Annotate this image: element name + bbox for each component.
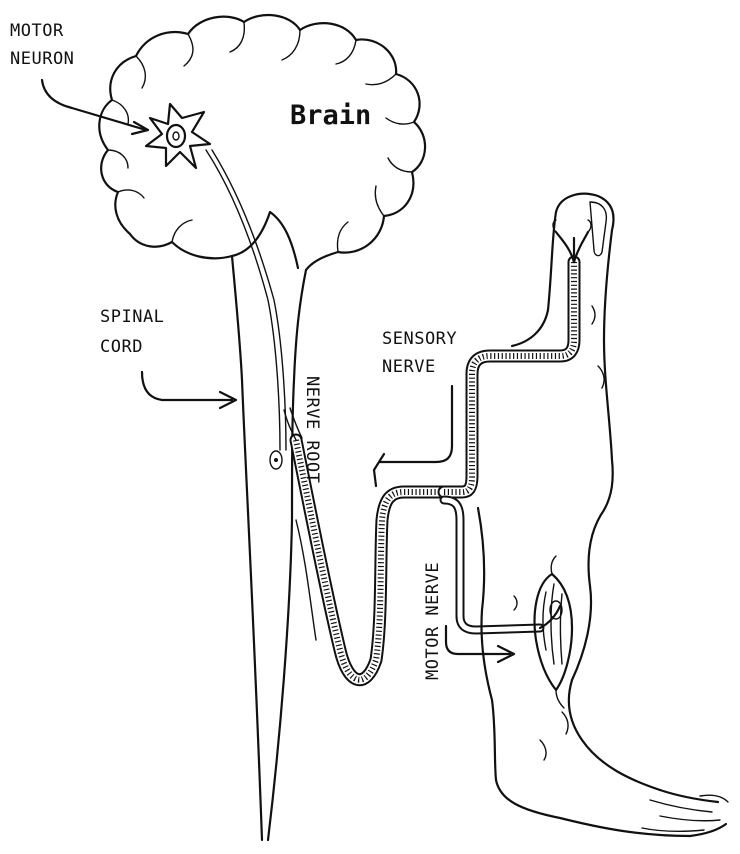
motor-neuron-pointer <box>42 80 148 134</box>
motor-neuron-cell <box>146 104 210 168</box>
motor-neuron-label-line2: NEURON <box>10 49 74 69</box>
sensory-nerve-label-line2: NERVE <box>382 357 436 377</box>
motor-nerve-label: MOTOR NERVE <box>423 562 443 680</box>
motor-neuron-label-line1: MOTOR <box>10 21 64 41</box>
arm-outline <box>478 194 728 836</box>
spinal-cord-pointer <box>142 372 236 408</box>
brain-title: Brain <box>290 100 371 131</box>
sensory-nerve-label-line1: SENSORY <box>382 329 457 349</box>
nerve-root-label: NERVE ROOT <box>302 376 322 483</box>
spinal-cord <box>206 150 316 840</box>
sensory-nerve-pointer <box>374 386 452 486</box>
brain-outline <box>99 15 425 270</box>
spinal-cord-label-line1: SPINAL <box>100 307 164 327</box>
spinal-cord-label-line2: CORD <box>100 337 143 357</box>
sensory-nerve <box>444 220 591 492</box>
